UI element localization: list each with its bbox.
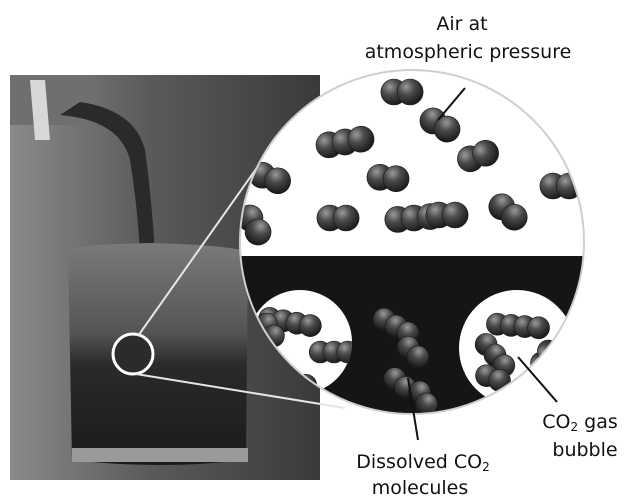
molecules-label: molecules xyxy=(350,476,490,500)
molecule xyxy=(381,79,423,105)
bubble-label: bubble xyxy=(535,438,632,462)
dissolved-label: Dissolved CO2 xyxy=(323,450,523,474)
magnify-source-circle xyxy=(113,334,153,374)
air-label-line1-text: Air at xyxy=(436,13,487,35)
glass xyxy=(68,243,248,465)
air-label-line2-text: atmospheric pressure xyxy=(365,41,572,63)
bubble-leader-line xyxy=(518,357,557,402)
molecule xyxy=(540,173,582,199)
co2-gas-label: CO2 gas xyxy=(525,410,632,434)
co2-gas-subscript: 2 xyxy=(570,420,578,434)
co2-gas-prefix: CO xyxy=(542,411,570,433)
dissolved-subscript: 2 xyxy=(482,460,490,474)
dissolved-prefix: Dissolved CO xyxy=(356,451,482,473)
atom xyxy=(442,202,468,228)
glass-base xyxy=(72,448,248,462)
molecule xyxy=(426,202,468,228)
atom xyxy=(397,79,423,105)
air-label-line1: Air at xyxy=(392,12,532,36)
molecule xyxy=(317,205,359,231)
bubble-label-text: bubble xyxy=(552,439,617,461)
air-label-line2: atmospheric pressure xyxy=(348,40,588,64)
atom xyxy=(333,205,359,231)
molecules-label-text: molecules xyxy=(372,477,468,499)
co2-gas-suffix: gas xyxy=(584,411,618,433)
